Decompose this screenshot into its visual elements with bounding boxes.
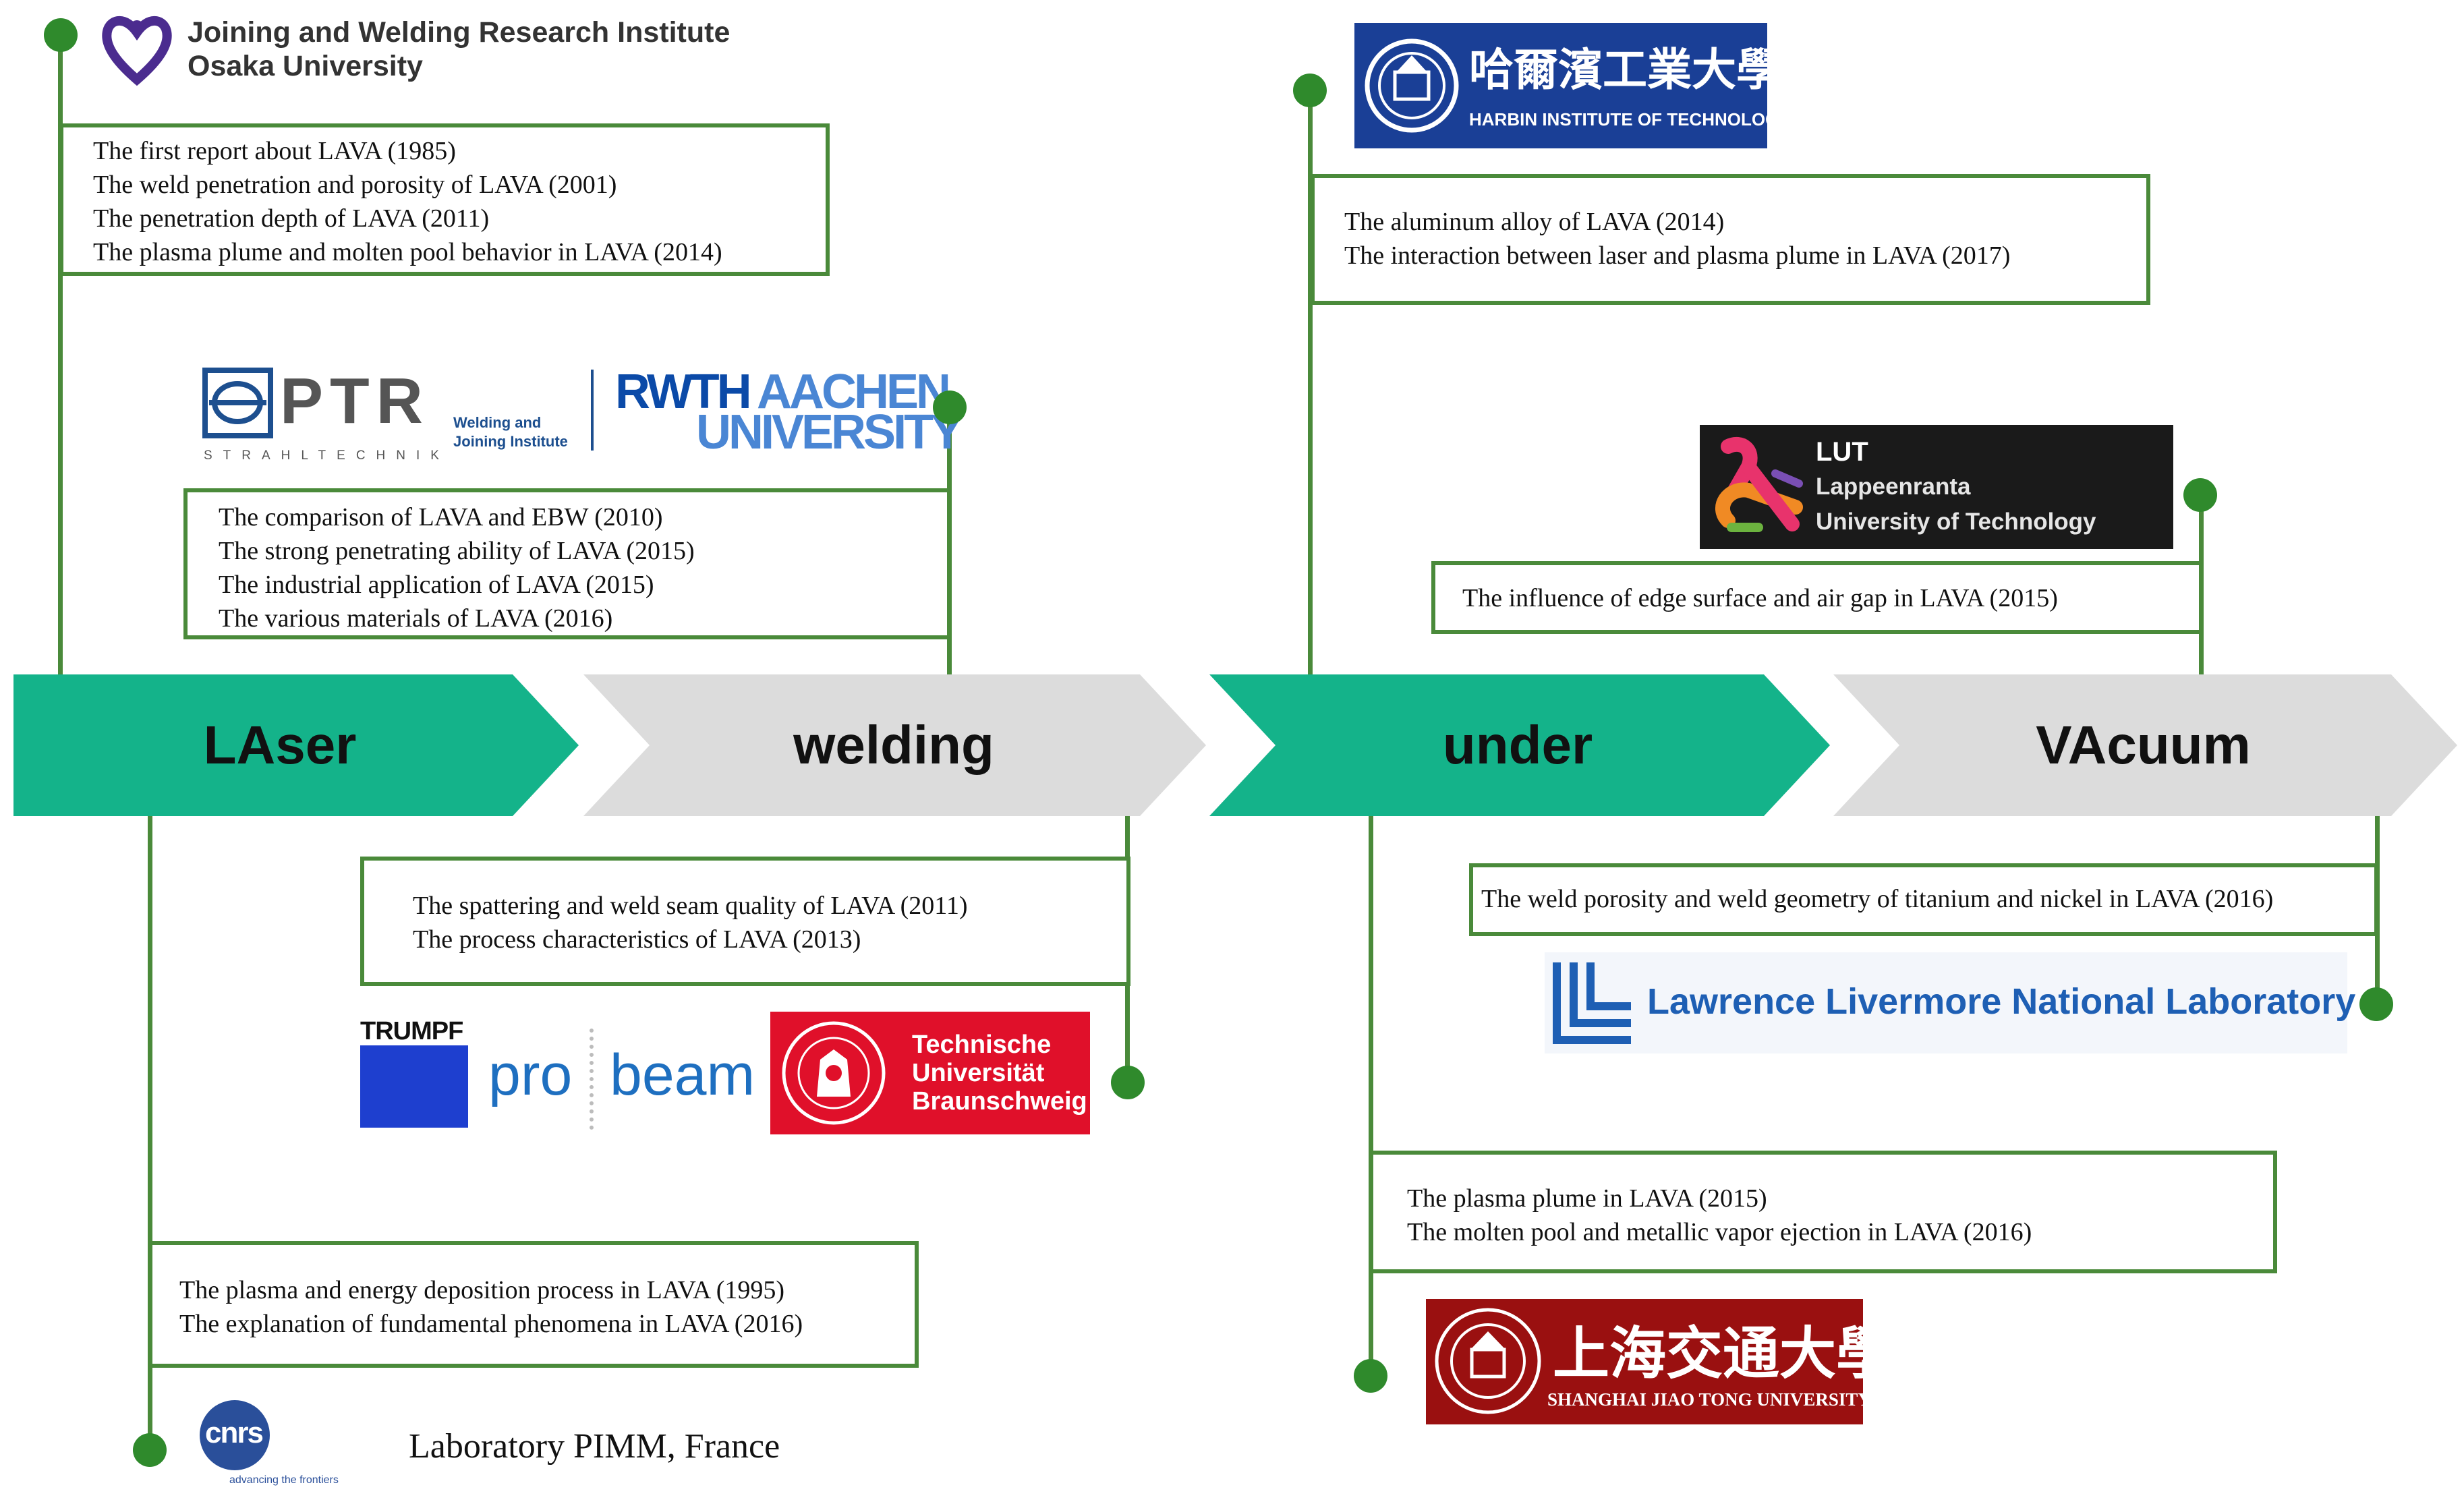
probeam-divider xyxy=(590,1029,594,1130)
lut-line: The influence of edge surface and air ga… xyxy=(1462,584,2058,612)
llnl-logo: Lawrence Livermore National Laboratory xyxy=(1545,952,2355,1053)
rwth-dot xyxy=(933,391,967,424)
tu-line1: Technische xyxy=(912,1031,1052,1059)
university-text: UNIVERSITY xyxy=(696,405,963,459)
braunschweig-line: The spattering and weld seam quality of … xyxy=(413,892,968,920)
sjtu-seal-icon xyxy=(1435,1308,1541,1414)
llnl-emblem-icon xyxy=(1553,962,1631,1044)
cnrs-tagline: advancing the frontiers xyxy=(229,1474,339,1486)
osaka-text-box: The first report about LAVA (1985) The w… xyxy=(59,123,830,276)
harbin-dot xyxy=(1293,74,1327,107)
arrow-under-shape xyxy=(1209,674,1830,816)
sjtu-connector xyxy=(1369,813,1373,1376)
isf-label: Welding and Joining Institute xyxy=(453,414,568,450)
arrow-vacuum-shape xyxy=(1833,674,2457,816)
sjtu-logo: 上海交通大學 SHANGHAI JIAO TONG UNIVERSITY xyxy=(1426,1299,1893,1424)
cnrs-logo: cnrs advancing the frontiers xyxy=(196,1400,364,1491)
trumpf-name: TRUMPF xyxy=(360,1017,463,1045)
harbin-cn-name: 哈爾濱工業大學 xyxy=(1469,46,1781,95)
lut-abbr: LUT xyxy=(1816,437,1868,467)
sjtu-text-box: The plasma plume in LAVA (2015) The molt… xyxy=(1369,1151,2277,1273)
sjtu-dot xyxy=(1354,1359,1387,1393)
lut-dot xyxy=(2183,478,2217,512)
cnrs-circle xyxy=(200,1400,270,1470)
trumpf-block xyxy=(360,1045,468,1128)
rwth-text-box: The comparison of LAVA and EBW (2010) Th… xyxy=(183,488,951,639)
tu-braunschweig-logo: Technische Universität Braunschweig xyxy=(770,1012,1090,1134)
arrow-label-under: under xyxy=(1442,715,1593,775)
harbin-text-box: The aluminum alloy of LAVA (2014) The in… xyxy=(1311,174,2150,305)
probeam-beam: beam xyxy=(610,1043,755,1107)
harbin-line: The interaction between laser and plasma… xyxy=(1344,241,2011,270)
ptr-emblem-icon xyxy=(202,368,273,438)
arrow-laser-shape xyxy=(13,674,579,816)
tu-line3: Braunschweig xyxy=(912,1087,1087,1116)
rwth-line: The strong penetrating ability of LAVA (… xyxy=(219,537,695,565)
osaka-dot xyxy=(44,18,78,52)
lut-logo: LUT Lappeenranta University of Technolog… xyxy=(1700,425,2173,549)
harbin-connector xyxy=(1308,90,1313,680)
osaka-logo: Joining and Welding Research Institute O… xyxy=(94,12,776,86)
harbin-emblem-icon xyxy=(1365,38,1459,133)
llnl-dot xyxy=(2359,987,2393,1021)
osaka-emblem-icon xyxy=(102,16,172,86)
pimm-label: Laboratory PIMM, France xyxy=(409,1427,780,1466)
osaka-line: The penetration depth of LAVA (2011) xyxy=(93,204,490,233)
rwth-divider xyxy=(591,370,594,451)
cnrs-name: cnrs xyxy=(205,1416,264,1449)
rwth-line: The industrial application of LAVA (2015… xyxy=(219,571,654,599)
ptr-logo: PTR STRAHLTECHNIK xyxy=(202,364,439,465)
arrow-label-laser: LAser xyxy=(203,715,357,775)
sjtu-line: The plasma plume in LAVA (2015) xyxy=(1407,1184,1767,1213)
harbin-en-name: HARBIN INSTITUTE OF TECHNOLOGY xyxy=(1469,109,1791,129)
pimm-line: The plasma and energy deposition process… xyxy=(179,1276,785,1304)
braunschweig-line: The process characteristics of LAVA (201… xyxy=(413,925,861,954)
osaka-connector xyxy=(58,35,63,680)
llnl-line: The weld porosity and weld geometry of t… xyxy=(1481,885,2274,913)
rwth-line: The comparison of LAVA and EBW (2010) xyxy=(219,503,663,531)
pimm-line: The explanation of fundamental phenomena… xyxy=(179,1310,803,1338)
pimm-dot xyxy=(133,1433,167,1467)
braunschweig-dot xyxy=(1111,1066,1145,1099)
lut-text-box: The influence of edge surface and air ga… xyxy=(1431,561,2203,634)
pimm-connector xyxy=(148,813,152,1453)
trumpf-logo: TRUMPF xyxy=(360,1017,468,1128)
osaka-title: Joining and Welding Research Institute xyxy=(188,16,730,49)
osaka-line: The first report about LAVA (1985) xyxy=(93,137,456,165)
pimm-text-box: The plasma and energy deposition process… xyxy=(148,1241,919,1368)
osaka-line: The plasma plume and molten pool behavio… xyxy=(93,238,722,266)
sjtu-line: The molten pool and metallic vapor eject… xyxy=(1407,1218,2032,1246)
tu-line2: Universität xyxy=(912,1059,1045,1087)
ptr-sub: STRAHLTECHNIK xyxy=(204,449,450,463)
lut-name2: University of Technology xyxy=(1816,509,2096,535)
probeam-pro: pro xyxy=(488,1043,573,1107)
sjtu-cn-name: 上海交通大學 xyxy=(1553,1323,1893,1386)
ptr-name: PTR xyxy=(280,365,430,437)
lut-name1: Lappeenranta xyxy=(1816,473,1971,500)
probeam-logo: pro beam xyxy=(488,1029,758,1130)
rwth-line: The various materials of LAVA (2016) xyxy=(219,604,613,633)
tu-seal-icon xyxy=(782,1021,886,1125)
llnl-text-box: The weld porosity and weld geometry of t… xyxy=(1469,863,2378,936)
braunschweig-text-box: The spattering and weld seam quality of … xyxy=(360,857,1130,986)
sjtu-en-name: SHANGHAI JIAO TONG UNIVERSITY xyxy=(1547,1389,1871,1410)
harbin-line: The aluminum alloy of LAVA (2014) xyxy=(1344,208,1725,236)
arrow-label-vacuum: VAcuum xyxy=(2036,715,2251,775)
llnl-name: Lawrence Livermore National Laboratory xyxy=(1647,981,2356,1022)
rwth-logo: RWTH AACHEN UNIVERSITY xyxy=(615,364,963,459)
osaka-subtitle: Osaka University xyxy=(188,50,423,82)
aachen-text: AACHEN xyxy=(757,365,951,419)
harbin-logo: 哈爾濱工業大學 HARBIN INSTITUTE OF TECHNOLOGY xyxy=(1354,23,1791,148)
lut-emblem-icon xyxy=(1715,436,1803,532)
rwth-text: RWTH xyxy=(615,365,752,419)
osaka-line: The weld penetration and porosity of LAV… xyxy=(93,171,617,199)
arrow-welding-shape xyxy=(583,674,1206,816)
arrow-label-welding: welding xyxy=(793,715,994,775)
